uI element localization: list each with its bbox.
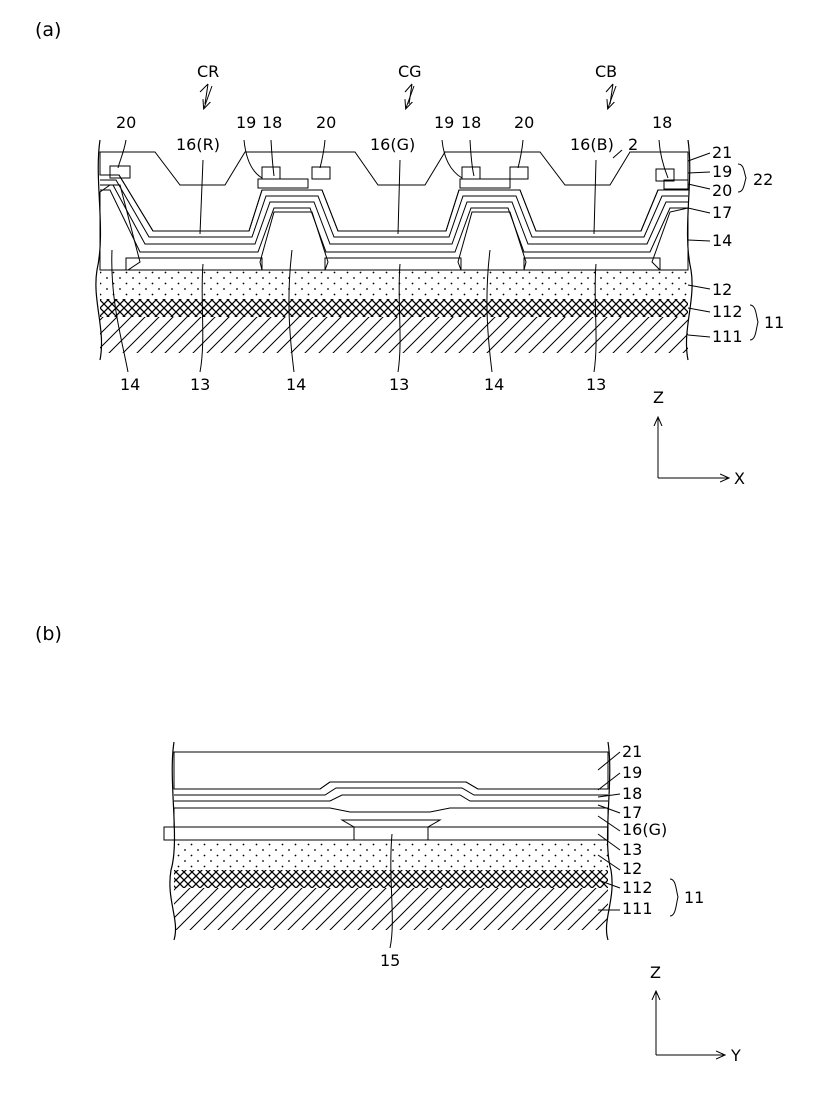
label-112-a: 112 (712, 302, 743, 321)
label-18-a3: 18 (652, 113, 672, 132)
brace-22 (738, 164, 746, 192)
axis-z-a: Z (653, 388, 664, 407)
label-16r: 16(R) (176, 135, 220, 154)
label-14-b2: 14 (286, 375, 306, 394)
label-19-b: 19 (622, 763, 642, 782)
label-16b: 16(B) (570, 135, 614, 154)
cell-label-cg: CG (398, 62, 422, 81)
label-14-b3: 14 (484, 375, 504, 394)
label-20-a3: 20 (514, 113, 534, 132)
label-18-a1: 18 (262, 113, 282, 132)
bank-14-a2 (260, 212, 328, 270)
layer-111-a (100, 317, 688, 353)
label-13-b1: 13 (190, 375, 210, 394)
cross-section-b (164, 742, 612, 940)
label-2: 2 (628, 135, 638, 154)
electrode-13-a1 (126, 258, 262, 270)
electrode-13-a3 (524, 258, 660, 270)
label-112-b: 112 (622, 878, 653, 897)
layer-111-b (174, 888, 608, 930)
label-13-b3: 13 (586, 375, 606, 394)
label-11-a: 11 (764, 313, 784, 332)
bank-15 (354, 827, 428, 840)
bump-20-a4 (462, 167, 480, 179)
label-14-b1: 14 (120, 375, 140, 394)
cell-label-cb: CB (595, 62, 617, 81)
axis-z-b: Z (650, 963, 661, 982)
layer-21-b (174, 752, 608, 789)
label-111-a: 111 (712, 327, 743, 346)
cell-label-cr: CR (197, 62, 219, 81)
layer-16g-b (174, 808, 608, 827)
label-12-b: 12 (622, 859, 642, 878)
layer-12-a (100, 270, 688, 299)
pad-18-a1 (258, 179, 308, 188)
brace-11-b (670, 879, 678, 916)
label-111-b: 111 (622, 899, 653, 918)
brace-11-a (750, 305, 758, 340)
label-13-b2: 13 (389, 375, 409, 394)
label-20-a1: 20 (116, 113, 136, 132)
label-19-a: 19 (712, 162, 732, 181)
layer-112-a (100, 299, 688, 317)
bump-20-a3 (312, 167, 330, 179)
label-22: 22 (753, 170, 773, 189)
label-20-a2: 20 (316, 113, 336, 132)
axes-a: Z X (653, 388, 745, 488)
label-17-a: 17 (712, 203, 732, 222)
pad-18-a2 (460, 179, 510, 188)
bump-20-a5 (510, 167, 528, 179)
label-12-a: 12 (712, 280, 732, 299)
axes-b: Z Y (650, 963, 741, 1065)
label-19-a1: 19 (236, 113, 256, 132)
electrode-13-b2 (428, 827, 608, 840)
panel-label-a: (a) (35, 19, 61, 41)
label-18-a2: 18 (461, 113, 481, 132)
electrode-13-a2 (325, 258, 461, 270)
label-15: 15 (380, 951, 400, 970)
bank-14-a4 (652, 208, 688, 270)
axis-y-b: Y (730, 1046, 741, 1065)
label-19-a2: 19 (434, 113, 454, 132)
label-11-b: 11 (684, 888, 704, 907)
label-21-a: 21 (712, 143, 732, 162)
label-13-b: 13 (622, 840, 642, 859)
label-16g-b: 16(G) (622, 820, 667, 839)
label-21-b: 21 (622, 742, 642, 761)
bump-20-a2 (262, 167, 280, 179)
cross-section-a (96, 140, 692, 360)
label-14-a: 14 (712, 231, 732, 250)
layer-21-a (100, 152, 688, 231)
label-18-b: 18 (622, 784, 642, 803)
axis-x-a: X (734, 469, 745, 488)
label-20-a: 20 (712, 181, 732, 200)
electrode-13-b1 (164, 827, 354, 840)
label-16g: 16(G) (370, 135, 415, 154)
bank-14-a3 (458, 212, 526, 270)
panel-label-b: (b) (35, 623, 62, 645)
